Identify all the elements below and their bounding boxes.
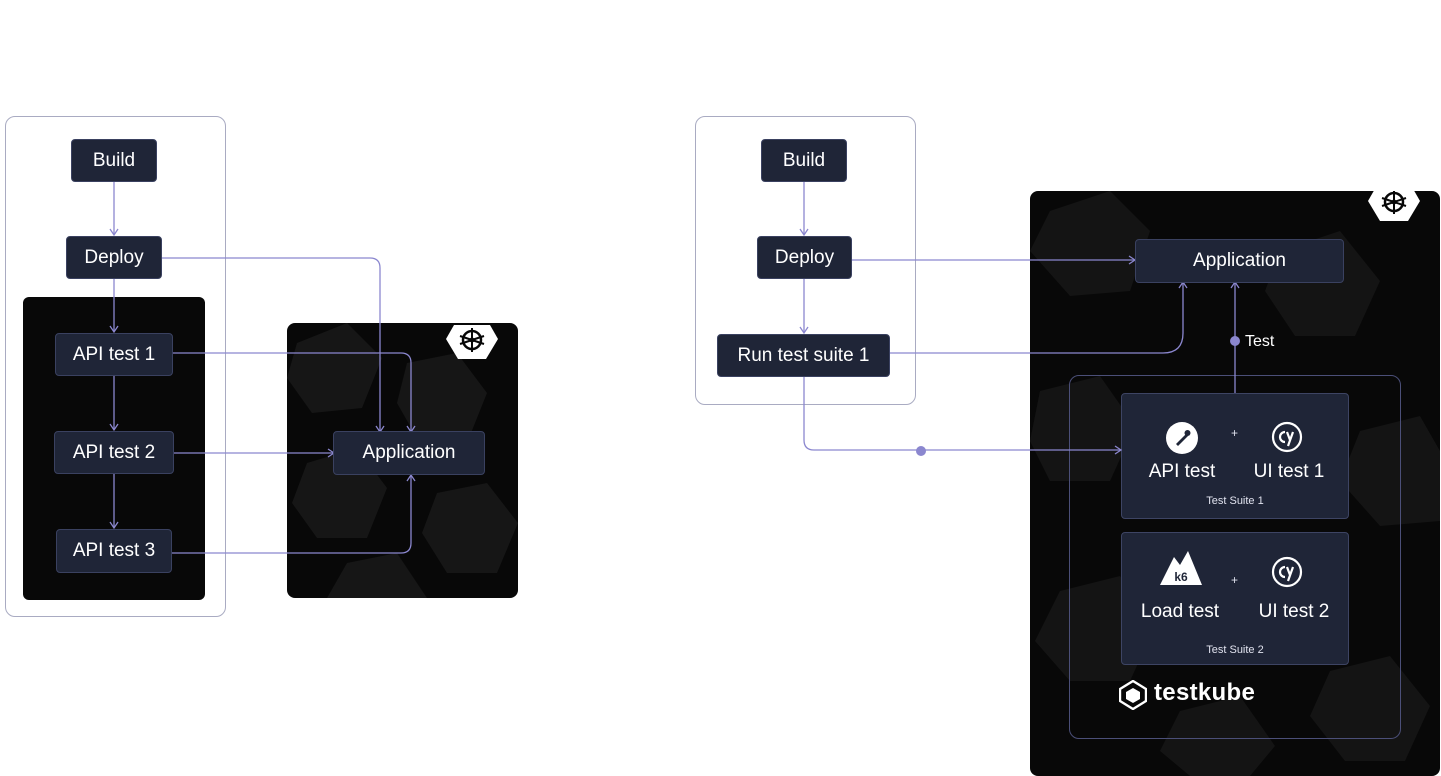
suite-1-name: Test Suite 1 — [1206, 495, 1264, 507]
test-edge-label: Test — [1245, 333, 1275, 350]
kubernetes-badge — [1368, 191, 1420, 227]
left-api-test-1-node: API test 1 — [55, 333, 173, 376]
right-deploy-node: Deploy — [757, 236, 852, 279]
k6-icon — [1160, 551, 1202, 585]
suite-2-load-test-label: Load test — [1140, 601, 1220, 622]
right-build-node: Build — [761, 139, 847, 182]
kubernetes-badge — [446, 323, 498, 365]
kubernetes-icon — [446, 325, 498, 359]
left-api-test-2-node: API test 2 — [54, 431, 174, 474]
cypress-icon — [1271, 556, 1303, 588]
kubernetes-icon — [1368, 191, 1420, 221]
run-test-suite-node: Run test suite 1 — [717, 334, 890, 377]
suite-1-ui-test-label: UI test 1 — [1253, 461, 1325, 482]
test-suite-1-box: + API test UI test 1 Test Suite 1 — [1121, 393, 1349, 519]
cypress-icon — [1271, 421, 1303, 453]
right-application-node: Application — [1135, 239, 1344, 283]
k6-badge-text: k6 — [1174, 570, 1188, 584]
testkube-logo-icon — [1119, 680, 1147, 710]
left-application-node: Application — [333, 431, 485, 475]
left-deploy-node: Deploy — [66, 236, 162, 279]
suite-2-plus: + — [1231, 573, 1239, 587]
suite-1-plus: + — [1231, 426, 1239, 440]
suite-2-name: Test Suite 2 — [1206, 644, 1264, 656]
suite-2-ui-test-label: UI test 2 — [1258, 601, 1330, 622]
left-build-node: Build — [71, 139, 157, 182]
suite-1-api-test-label: API test — [1148, 461, 1216, 482]
postman-icon — [1166, 422, 1198, 454]
left-api-test-3-node: API test 3 — [56, 529, 172, 573]
testkube-brand-text: testkube — [1154, 679, 1256, 706]
test-suite-2-box: k6 + Load test UI test 2 Test Suite 2 — [1121, 532, 1349, 665]
